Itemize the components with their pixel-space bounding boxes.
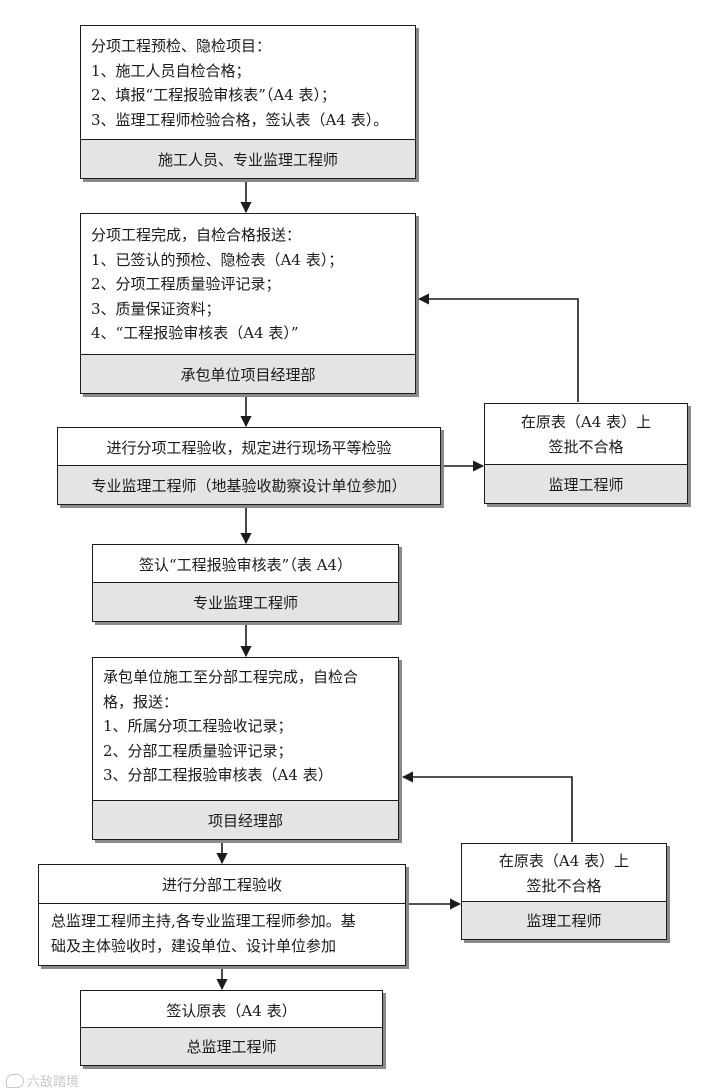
box1-line: 分项工程预检、隐检项目： xyxy=(91,37,272,55)
box7-title: 签认原表（A4 表） xyxy=(166,1001,297,1020)
box2-footer: 承包单位项目经理部 xyxy=(81,354,415,393)
box6-title: 进行分部工程验收 xyxy=(161,875,282,894)
side1-footer: 监理工程师 xyxy=(485,464,687,503)
side2-footer: 监理工程师 xyxy=(462,901,666,939)
box6-bottom: 总监理工程师主持,各专业监理工程师参加。基 础及主体验收时，建设单位、设计单位参… xyxy=(39,903,405,965)
box2-line: 分项工程完成，自检合格报送： xyxy=(91,226,302,244)
box5-line: 格，报送： xyxy=(103,692,179,711)
step-subitem-acceptance-box: 进行分项工程验收，规定进行现场平等检验 专业监理工程师（地基验收勘察设计单位参加… xyxy=(57,427,441,505)
watermark-logo-icon xyxy=(6,1073,24,1088)
step-division-complete-box: 承包单位施工至分部工程完成，自检合 格，报送： 1、所属分项工程验收记录； 2、… xyxy=(92,657,399,840)
box3-footer: 专业监理工程师（地基验收勘察设计单位参加） xyxy=(58,465,440,504)
side2-line: 签批不合格 xyxy=(526,876,602,895)
box5-line: 2、分部工程质量验评记录； xyxy=(103,741,293,760)
box5-line: 3、分部工程报验审核表（A4 表） xyxy=(103,766,333,784)
step-sign-form-box: 签认“工程报验审核表”（表 A4） 专业监理工程师 xyxy=(92,544,399,622)
watermark-text: 六敌踏境 xyxy=(27,1075,80,1090)
box4-title: 签认“工程报验审核表”（表 A4） xyxy=(139,555,352,574)
side1-line: 在原表（A4 表）上 xyxy=(520,413,652,431)
reject-box-2: 在原表（A4 表）上 签批不合格 监理工程师 xyxy=(461,843,667,940)
reject-box-1: 在原表（A4 表）上 签批不合格 监理工程师 xyxy=(484,403,688,504)
box5-footer: 项目经理部 xyxy=(93,800,398,839)
box2-line: 3、质量保证资料； xyxy=(91,299,221,318)
arrow-side1-back-to-box2 xyxy=(417,293,579,402)
box7-footer: 总监理工程师 xyxy=(81,1027,382,1065)
box2-line: 2、分项工程质量验评记录； xyxy=(91,275,281,293)
box5-line: 1、所属分项工程验收记录； xyxy=(103,717,293,735)
box4-footer: 专业监理工程师 xyxy=(93,582,398,621)
box2-line: 4、“工程报验审核表（A4 表）” xyxy=(91,324,299,342)
box1-line: 1、施工人员自检合格； xyxy=(91,61,251,80)
step-division-acceptance-box: 进行分部工程验收 总监理工程师主持,各专业监理工程师参加。基 础及主体验收时，建… xyxy=(38,864,406,966)
step-sign-original-box: 签认原表（A4 表） 总监理工程师 xyxy=(80,990,383,1066)
watermark: 六敌踏境 xyxy=(6,1071,79,1090)
box6-bottom-line: 础及主体验收时，建设单位、设计单位参加 xyxy=(51,936,337,955)
step-predinspection-box: 分项工程预检、隐检项目： 1、施工人员自检合格； 2、填报“工程报验审核表”（A… xyxy=(80,25,416,179)
box1-line: 2、填报“工程报验审核表”（A4 表）； xyxy=(91,86,337,104)
box6-bottom-line: 总监理工程师主持,各专业监理工程师参加。基 xyxy=(51,912,356,930)
box1-footer: 施工人员、专业监理工程师 xyxy=(81,139,415,178)
box1-line: 3、监理工程师检验合格，签认表（A4 表）。 xyxy=(91,110,389,129)
side1-line: 签批不合格 xyxy=(548,437,624,456)
box3-title: 进行分项工程验收，规定进行现场平等检验 xyxy=(106,438,392,457)
box2-line: 1、已签认的预检、隐检表（A4 表）； xyxy=(91,250,344,269)
side2-line: 在原表（A4 表）上 xyxy=(498,852,630,870)
box5-line: 承包单位施工至分部工程完成，自检合 xyxy=(103,668,359,686)
arrow-side2-back-to-box5 xyxy=(401,771,573,842)
step-subitem-complete-box: 分项工程完成，自检合格报送： 1、已签认的预检、隐检表（A4 表）； 2、分项工… xyxy=(80,213,416,394)
